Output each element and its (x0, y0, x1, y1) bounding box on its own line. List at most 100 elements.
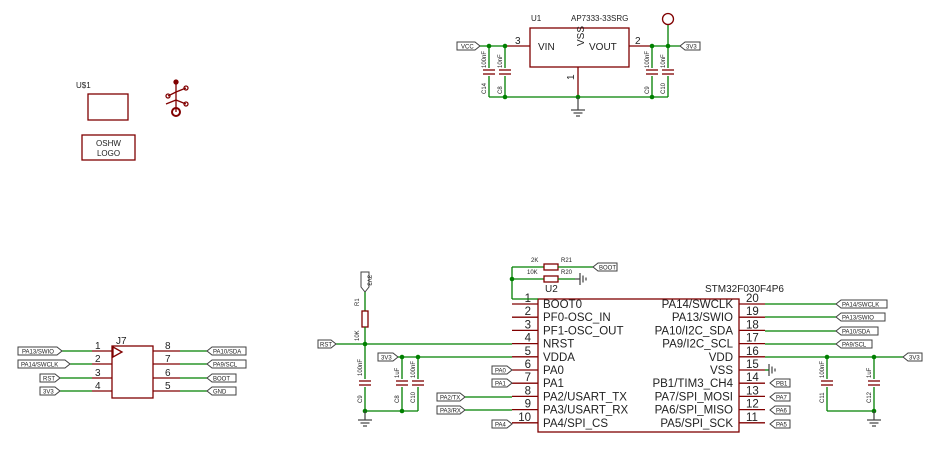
svg-text:100nF: 100nF (645, 51, 651, 68)
mcu-left-pin-name: PA3/USART_RX (543, 405, 629, 417)
mcu-right-pin-name: PA13/SWIO (672, 312, 733, 324)
svg-text:1: 1 (95, 341, 101, 352)
svg-text:100nF: 100nF (820, 361, 826, 378)
ground-icon (571, 97, 585, 117)
svg-text:RST: RST (320, 343, 332, 349)
mcu-left-pin-number: 10 (518, 412, 531, 424)
resistor-r1 (361, 310, 369, 328)
net-label-3v3-pullup: 3V3 (360, 271, 372, 293)
svg-text:3V3: 3V3 (366, 275, 372, 286)
svg-text:R1: R1 (355, 298, 361, 306)
mcu-left-pin-name: PA1 (543, 378, 564, 390)
logo-frame (87, 93, 129, 121)
svg-text:RST: RST (43, 377, 55, 383)
ground-icon (867, 411, 881, 427)
net-label-pa4: PA4 (491, 419, 513, 429)
net-label-3v3-vdda: 3V3 (377, 352, 399, 362)
net-label-3v3: 3V3 (39, 386, 61, 396)
mcu-right-pin-name: PA6/SPI_MISO (655, 405, 733, 417)
regulator-pin-vin: VIN (538, 42, 555, 53)
mcu-left-pin-name: BOOT0 (543, 299, 582, 311)
mcu-value: STM32F030F4P6 (705, 284, 784, 295)
regulator-ref: U1 (531, 14, 542, 23)
mcu-left-pin-number: 7 (525, 372, 531, 384)
svg-text:PA5: PA5 (776, 423, 788, 429)
svg-text:3V3: 3V3 (909, 356, 920, 362)
mcu-left-pin-name: PF0-OSC_IN (543, 312, 611, 324)
mcu-left-pin-number: 2 (525, 306, 531, 318)
regulator-pin-vout: VOUT (589, 42, 617, 53)
svg-text:C9: C9 (358, 395, 364, 403)
svg-text:PA14/SWCLK: PA14/SWCLK (21, 363, 58, 369)
mcu-left-pin-number: 3 (525, 319, 531, 331)
regulator-value: AP7333-33SRG (571, 14, 628, 23)
net-label-pa3-rx: PA3/RX (436, 405, 466, 415)
logo-text-frame (81, 134, 136, 161)
net-label-pa10-sda: PA10/SDA (206, 346, 247, 356)
svg-text:PA7: PA7 (776, 396, 788, 402)
svg-text:PA14/SWCLK: PA14/SWCLK (842, 303, 879, 309)
net-label-pa13-swio-r: PA13/SWIO (835, 312, 886, 322)
svg-text:BOOT: BOOT (213, 377, 230, 383)
net-label-pa5: PA5 (769, 419, 791, 429)
svg-text:PA9/SCL: PA9/SCL (213, 363, 238, 369)
svg-text:PA6: PA6 (776, 409, 788, 415)
usb-icon (165, 79, 189, 117)
svg-text:100nF: 100nF (358, 359, 364, 376)
mcu-left-pin-number: 4 (525, 333, 532, 345)
net-label-pa6: PA6 (769, 405, 791, 415)
svg-text:10nF: 10nF (661, 54, 667, 68)
svg-text:3: 3 (95, 368, 101, 379)
svg-text:PA2/TX: PA2/TX (440, 396, 460, 402)
net-label-pa9-scl: PA9/SCL (206, 359, 247, 369)
mcu-right-pin-number: 13 (746, 385, 759, 397)
svg-text:PA13/SWIO: PA13/SWIO (22, 350, 54, 356)
mcu-left-pin-name: PA4/SPI_CS (543, 418, 608, 430)
net-label-vcc: VCC (456, 41, 481, 51)
svg-text:C8: C8 (498, 86, 504, 94)
mcu-right-pin-number: 18 (746, 319, 759, 331)
svg-text:C9: C9 (645, 86, 651, 94)
svg-text:5: 5 (165, 381, 171, 392)
net-label-pb1: PB1 (769, 378, 791, 388)
connector-j7: J7 1 2 3 4 8 7 6 5 (92, 336, 180, 399)
mcu-right-pin-number: 11 (746, 412, 758, 424)
supply-circle-icon (661, 12, 675, 26)
svg-text:GND: GND (213, 390, 227, 396)
net-label-pa10-sda-r: PA10/SDA (835, 326, 879, 336)
svg-text:4: 4 (95, 381, 101, 392)
mcu-right-pin-name: VSS (710, 365, 733, 377)
svg-text:PB1: PB1 (776, 382, 788, 388)
regulator-body (529, 27, 630, 68)
net-label-3v3-vdd: 3V3 (902, 352, 923, 362)
svg-text:1uF: 1uF (395, 367, 401, 378)
net-label-pa14-swclk-r: PA14/SWCLK (835, 299, 888, 309)
net-label-rst-mcu: RST (317, 339, 337, 349)
svg-text:6: 6 (165, 368, 171, 379)
regulator-pin2-num: 2 (635, 36, 641, 47)
mcu-left-pin-name: VDDA (543, 352, 575, 364)
ground-icon (768, 364, 776, 376)
svg-text:LOGO: LOGO (97, 149, 120, 158)
logo-ref: U$1 (76, 81, 91, 90)
svg-text:BOOT: BOOT (599, 266, 616, 272)
svg-text:1uF: 1uF (867, 367, 873, 378)
regulator-pin3-num: 3 (515, 36, 521, 47)
mcu-left-pin-number: 9 (525, 399, 531, 411)
svg-text:PA13/SWIO: PA13/SWIO (842, 316, 874, 322)
svg-text:PA10/SDA: PA10/SDA (842, 330, 870, 336)
svg-text:100nF: 100nF (482, 51, 488, 68)
mcu-right-pin-name: PB1/TIM3_CH4 (652, 378, 733, 390)
pin1-marker-icon (112, 345, 124, 359)
net-label-pa13-swio: PA13/SWIO (17, 346, 63, 356)
ground-icon (575, 273, 587, 285)
svg-text:PA3/RX: PA3/RX (440, 409, 461, 415)
svg-text:C11: C11 (820, 392, 826, 403)
svg-text:OSHW: OSHW (96, 139, 121, 148)
svg-text:8: 8 (165, 341, 171, 352)
svg-text:2K: 2K (531, 258, 538, 264)
regulator-pin1-num: 1 (566, 74, 577, 80)
svg-text:C12: C12 (867, 391, 873, 403)
regulator-pin-vss: VSS (576, 26, 587, 46)
